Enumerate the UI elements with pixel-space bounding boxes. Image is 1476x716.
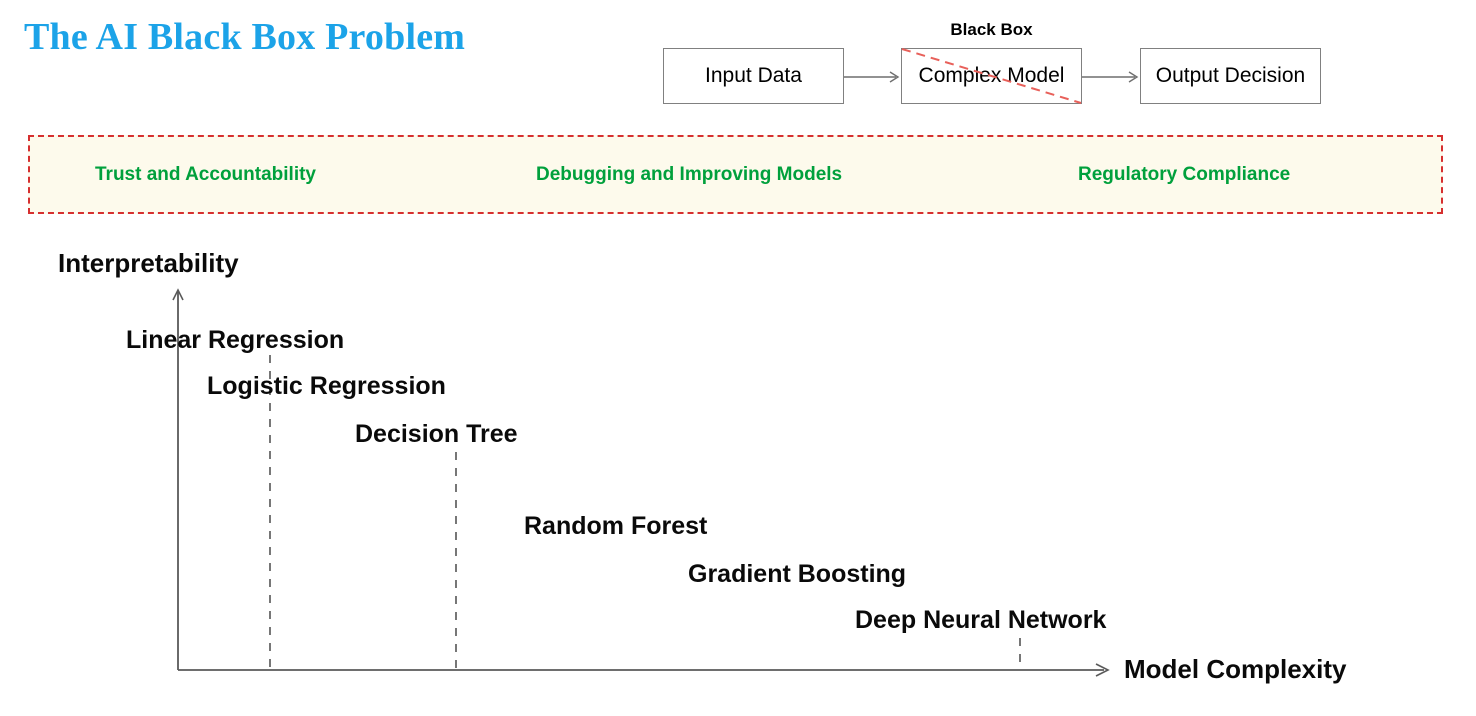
arrow-model-to-output-icon [1082,71,1139,83]
x-axis-title: Model Complexity [1124,654,1347,684]
chart-axes-and-gridlines [172,288,1110,677]
model-label-linear-regression: Linear Regression [126,326,345,354]
benefits-banner: Trust and Accountability Debugging and I… [28,135,1443,214]
black-box-label: Black Box [950,20,1033,39]
arrow-input-to-model-icon [844,71,900,83]
model-label-random-forest: Random Forest [524,512,708,540]
flow-box-input-data: Input Data [663,48,844,104]
flow-box-complex-model: Complex Model [901,48,1082,104]
interpretability-complexity-chart: Interpretability Model Complexity Linear… [0,230,1476,716]
benefit-item-debugging-and-improving-models: Debugging and Improving Models [536,163,843,185]
model-label-deep-neural-network: Deep Neural Network [855,606,1107,634]
model-label-gradient-boosting: Gradient Boosting [688,560,907,588]
flow-box-output-decision: Output Decision [1140,48,1321,104]
benefit-item-trust-and-accountability: Trust and Accountability [95,163,316,185]
page-title: The AI Black Box Problem [24,16,466,58]
model-label-logistic-regression: Logistic Regression [207,372,446,400]
benefit-item-regulatory-compliance: Regulatory Compliance [1078,163,1291,185]
y-axis-title: Interpretability [58,248,239,278]
model-label-decision-tree: Decision Tree [355,420,518,448]
